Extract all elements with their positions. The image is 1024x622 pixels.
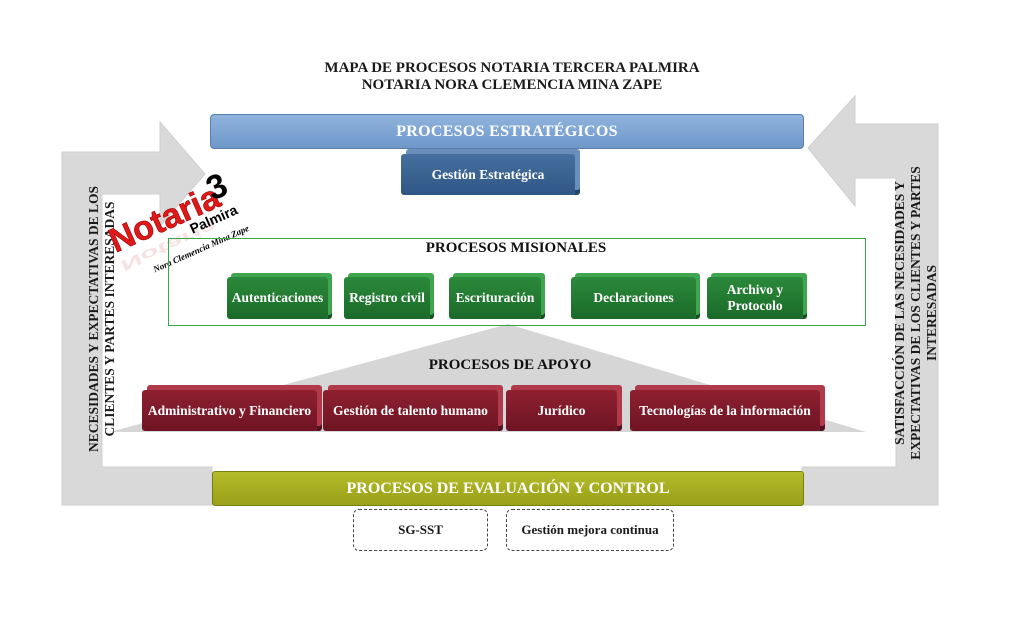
procesos-apoyo-label: PROCESOS DE APOYO (428, 357, 592, 373)
registro-civil-box: Registro civil (344, 277, 430, 319)
declaraciones-box: Declaraciones (571, 277, 696, 319)
procesos-misionales-label: PROCESOS MISIONALES (425, 240, 607, 256)
tecnologias-informacion-box: Tecnologías de la información (630, 390, 820, 431)
administrativo-financiero-box: Administrativo y Financiero (142, 390, 317, 431)
talento-humano-box: Gestión de talento humano (323, 390, 498, 431)
diagram-title-line1: MAPA DE PROCESOS NOTARIA TERCERA PALMIRA (324, 60, 700, 76)
right-side-text: SATISFACCIÓN DE LAS NECESIDADES Y EXPECT… (892, 166, 939, 460)
notaria-logo: Notaria Notaria 3 Palmira Nora Clemencia… (90, 140, 276, 311)
juridico-box: Jurídico (506, 390, 617, 431)
gestion-estrategica-box: Gestión Estratégica (401, 154, 575, 195)
sg-sst-box: SG-SST (353, 509, 488, 551)
archivo-protocolo-box: Archivo y Protocolo (707, 277, 803, 319)
diagram-title-line2: NOTARIA NORA CLEMENCIA MINA ZAPE (361, 77, 663, 93)
autenticaciones-box: Autenticaciones (227, 277, 328, 319)
procesos-evaluacion-band: PROCESOS DE EVALUACIÓN Y CONTROL (212, 471, 804, 506)
right-output-arrow (801, 94, 939, 506)
procesos-misionales-frame (168, 238, 866, 326)
procesos-estrategicos-band: PROCESOS ESTRATÉGICOS (210, 114, 804, 149)
gestion-mejora-box: Gestión mejora continua (506, 509, 674, 551)
escrituracion-box: Escrituración (449, 277, 541, 319)
